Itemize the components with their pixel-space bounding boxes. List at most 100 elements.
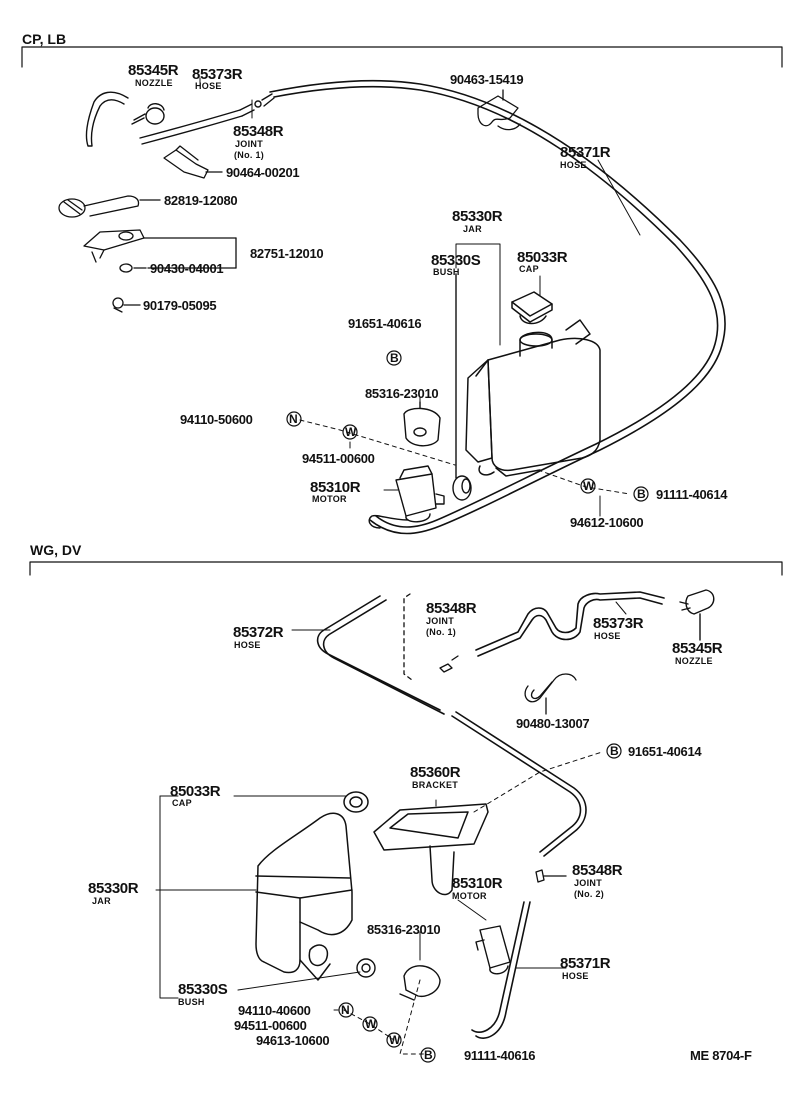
nozzle-85345r-bottom	[679, 589, 715, 641]
callout-joint-num: 85348R	[233, 123, 284, 140]
screw-90179-05095	[112, 297, 141, 313]
callout-nozzle-bottom-num: 85345R	[672, 640, 723, 657]
hose-85373r-top	[139, 93, 275, 145]
symbol-washer2-bottom: W	[389, 1033, 401, 1047]
callout-joint2-label: JOINT	[574, 878, 603, 888]
callout-nozzle-num: 85345R	[128, 62, 179, 79]
motor-85310r-top	[368, 465, 445, 529]
callout-joint-label: JOINT	[235, 139, 264, 149]
callout-joint1-label: JOINT	[426, 616, 455, 626]
cap-85033r-top	[511, 291, 553, 325]
callout-cap-num: 85033R	[517, 249, 568, 266]
callout-nut-bottom: 94110-40600	[238, 1003, 311, 1018]
motor-85310r-bottom	[475, 925, 511, 975]
callout-82819: 82819-12080	[164, 193, 238, 208]
symbol-nut-bottom: N	[341, 1003, 350, 1017]
jar-85330r-bottom	[255, 812, 353, 981]
grommet-90430-04001	[119, 263, 147, 273]
symbol-washer-bottom: W	[365, 1017, 377, 1031]
leader-lines-top	[299, 419, 631, 495]
callout-hose372-label: HOSE	[234, 640, 261, 650]
section-label-top: CP, LB	[22, 31, 67, 47]
callout-jar-label: JAR	[463, 224, 482, 234]
callout-hose-a-label: HOSE	[195, 81, 222, 91]
leader-solid-top	[199, 77, 641, 517]
callout-bush-label: BUSH	[433, 267, 460, 277]
callout-washer2: 94612-10600	[570, 515, 644, 530]
joint-85348r-1-bottom	[403, 593, 459, 681]
cap-85033r-bottom	[343, 791, 369, 813]
callout-hose371-bottom-num: 85371R	[560, 955, 611, 972]
callout-joint-sub: (No. 1)	[234, 150, 265, 160]
callout-hose373-num: 85373R	[593, 615, 644, 632]
callout-hose-a-num: 85373R	[192, 66, 243, 83]
section-label-bottom: WG, DV	[30, 542, 82, 558]
callout-joint2-sub: (No. 2)	[574, 889, 605, 899]
callout-nozzle-label: NOZZLE	[135, 78, 173, 88]
symbols-top	[286, 350, 649, 502]
callout-85316-bottom: 85316-23010	[367, 922, 441, 937]
callout-bracket-label: BRACKET	[412, 780, 459, 790]
callout-bolt2-bottom: 91111-40616	[464, 1048, 536, 1063]
callout-bolt-b: 91651-40616	[348, 316, 422, 331]
bracket-85316-23010-top	[403, 401, 441, 447]
callout-cap-label: CAP	[519, 264, 539, 274]
callout-hose371-bottom-label: HOSE	[562, 971, 589, 981]
callout-bolt2: 91111-40614	[656, 487, 728, 502]
callout-hose373-label: HOSE	[594, 631, 621, 641]
callout-hose-main-num: 85371R	[560, 144, 611, 161]
callout-joint1-sub: (No. 1)	[426, 627, 457, 637]
pivot-82751-12010	[83, 229, 237, 269]
callout-jar-num: 85330R	[452, 208, 503, 225]
callout-joint1-num: 85348R	[426, 600, 477, 617]
bracket-85360r	[373, 803, 489, 896]
arm-82819-12080	[58, 195, 161, 218]
nozzle-85345r-top	[85, 91, 165, 147]
callout-cap-bottom-label: CAP	[172, 798, 192, 808]
bush-85330s-bottom	[356, 958, 376, 978]
callout-bush-num: 85330S	[431, 252, 481, 269]
hose-85371r-bottom	[451, 711, 587, 1039]
leader-solid-bottom	[155, 601, 627, 1011]
callout-nut: 94110-50600	[180, 412, 253, 427]
section-frame-top	[21, 46, 783, 68]
callout-motor-bottom-label: MOTOR	[452, 891, 487, 901]
section-frame-bottom	[29, 561, 783, 576]
symbol-bolt-bottom: B	[610, 744, 619, 758]
tube-90480-13007	[524, 673, 577, 715]
leader-lines-bottom	[343, 751, 603, 1055]
callout-hose-main-label: HOSE	[560, 160, 587, 170]
symbol-washer2-top: W	[583, 479, 595, 493]
callout-bush-bottom-num: 85330S	[178, 981, 228, 998]
symbol-bolt-top: B	[390, 351, 399, 365]
footer-code: ME 8704-F	[690, 1048, 752, 1063]
callout-bracket-num: 85360R	[410, 764, 461, 781]
callout-motor-num: 85310R	[310, 479, 361, 496]
callout-clip-b: 90464-00201	[226, 165, 300, 180]
callout-jar-bottom-num: 85330R	[88, 880, 139, 897]
callout-washer2-bottom: 94613-10600	[256, 1033, 330, 1048]
callout-joint2-num: 85348R	[572, 862, 623, 879]
clip-90464-00201	[163, 145, 223, 179]
callout-82751: 82751-12010	[250, 246, 324, 261]
symbol-washer-top: W	[345, 425, 357, 439]
hose-85373r-bottom	[475, 591, 665, 657]
symbol-bolt2-top: B	[637, 487, 646, 501]
callout-bolt-b-bottom: 91651-40614	[628, 744, 702, 759]
callout-washer: 94511-00600	[302, 451, 375, 466]
bracket-85316-23010-bottom	[399, 965, 441, 1001]
callout-90179: 90179-05095	[143, 298, 217, 313]
symbol-bolt2-bottom: B	[424, 1048, 433, 1062]
callout-washer-bottom: 94511-00600	[234, 1018, 307, 1033]
bush-85330s-top	[452, 273, 472, 501]
callout-hose372-num: 85372R	[233, 624, 284, 641]
clip-90463-15419	[477, 89, 521, 131]
jar-85330r-top	[465, 319, 601, 477]
callout-clip-a: 90463-15419	[450, 72, 524, 87]
callout-motor-label: MOTOR	[312, 494, 347, 504]
callout-motor-bottom-num: 85310R	[452, 875, 503, 892]
callout-bush-bottom-label: BUSH	[178, 997, 205, 1007]
symbols-bottom	[338, 743, 622, 1063]
callout-bracket-part: 85316-23010	[365, 386, 439, 401]
